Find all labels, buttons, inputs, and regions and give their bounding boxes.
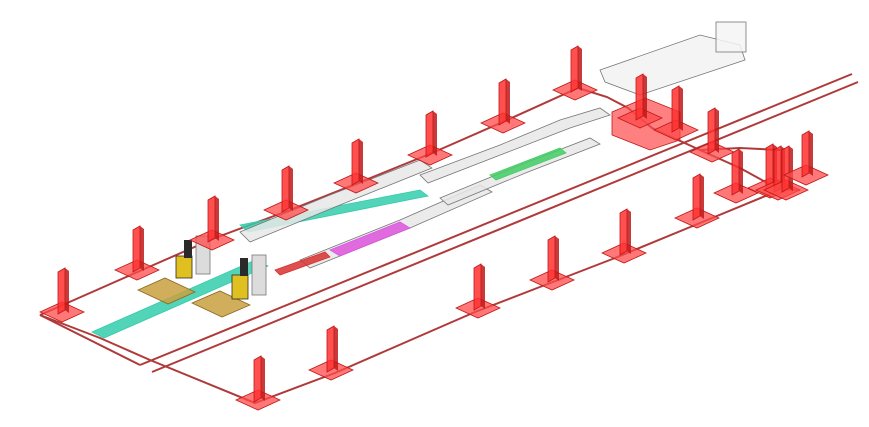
fence-post-front	[132, 225, 141, 273]
input-robot-cells	[137, 235, 267, 318]
fence-post-front	[731, 148, 740, 196]
pallet-b	[191, 290, 251, 318]
fence-post-side	[289, 166, 293, 211]
fence-post-front	[498, 78, 507, 126]
fence-post-side	[643, 74, 647, 119]
fence-post	[455, 263, 501, 319]
fence-post-side	[739, 149, 743, 194]
fence-post	[713, 148, 759, 204]
machine-segment-1	[239, 159, 433, 243]
fence-post-front	[619, 208, 628, 256]
production-machine-line	[91, 21, 747, 339]
fence-post-front	[207, 195, 216, 243]
fence-post	[552, 45, 598, 101]
fence-rail-b	[151, 81, 859, 373]
fence-post	[689, 107, 735, 163]
fence-post-front	[351, 138, 360, 186]
fence-post	[235, 355, 281, 411]
fence-post-side	[334, 326, 338, 371]
fence-post-front	[801, 130, 810, 178]
fence-post-side	[555, 236, 559, 281]
fence-post-front	[326, 325, 335, 373]
fence-post-side	[481, 264, 485, 309]
fence-post	[189, 195, 235, 251]
machine-segment-4	[439, 137, 601, 206]
fence-post	[114, 225, 160, 281]
fence-post-side	[715, 108, 719, 153]
robot-arm-b	[231, 258, 249, 300]
fence-post-side	[65, 268, 69, 313]
fence-post	[783, 130, 829, 186]
fence-post-front	[57, 267, 66, 315]
fence-post	[480, 78, 526, 134]
fence-post	[601, 208, 647, 264]
fence-post-side	[789, 146, 793, 191]
fence-rail-c	[39, 314, 141, 366]
fence-post	[308, 325, 354, 381]
fence-rail-a	[139, 73, 853, 366]
fence-post	[674, 173, 720, 229]
fence-post-side	[433, 111, 437, 156]
fence-post-side	[809, 131, 813, 176]
fence-post	[617, 73, 663, 129]
fence-post-side	[627, 209, 631, 254]
robot-arm-a	[175, 240, 193, 279]
fence-post-front	[570, 45, 579, 93]
fence-post-front	[253, 355, 262, 403]
fence-post-side	[506, 79, 510, 124]
fence-post	[763, 145, 809, 201]
fence-post-side	[140, 226, 144, 271]
fence-post-front	[671, 85, 680, 133]
red-machine-accent	[274, 251, 331, 276]
safety-posts	[39, 45, 829, 411]
machine-tower-b	[251, 254, 267, 296]
safety-fence-lines	[39, 73, 859, 405]
fence-post-side	[700, 174, 704, 219]
fence-post-side	[578, 46, 582, 91]
fence-post-front	[281, 165, 290, 213]
fence-post	[407, 110, 453, 166]
green-component-zone	[489, 147, 567, 181]
fence-post-side	[359, 139, 363, 184]
machine-segment-3	[419, 107, 611, 184]
fence-post-front	[425, 110, 434, 158]
fence-post-side	[679, 86, 683, 131]
fence-post-front	[635, 73, 644, 121]
fence-post-front	[692, 173, 701, 221]
fence-post	[653, 85, 699, 141]
fence-post	[529, 235, 575, 291]
magenta-feeder-zone	[329, 221, 411, 257]
fence-post-front	[781, 145, 790, 193]
fence-post-front	[707, 107, 716, 155]
fence-line-upper	[39, 86, 781, 316]
pallet-a	[137, 277, 196, 305]
fence-post-front	[473, 263, 482, 311]
fence-post-side	[215, 196, 219, 241]
fence-post	[263, 165, 309, 221]
fence-post	[333, 138, 379, 194]
output-control-cabinet	[715, 21, 747, 53]
fence-post-side	[261, 356, 265, 401]
fence-post	[39, 267, 85, 323]
fence-post-front	[547, 235, 556, 283]
